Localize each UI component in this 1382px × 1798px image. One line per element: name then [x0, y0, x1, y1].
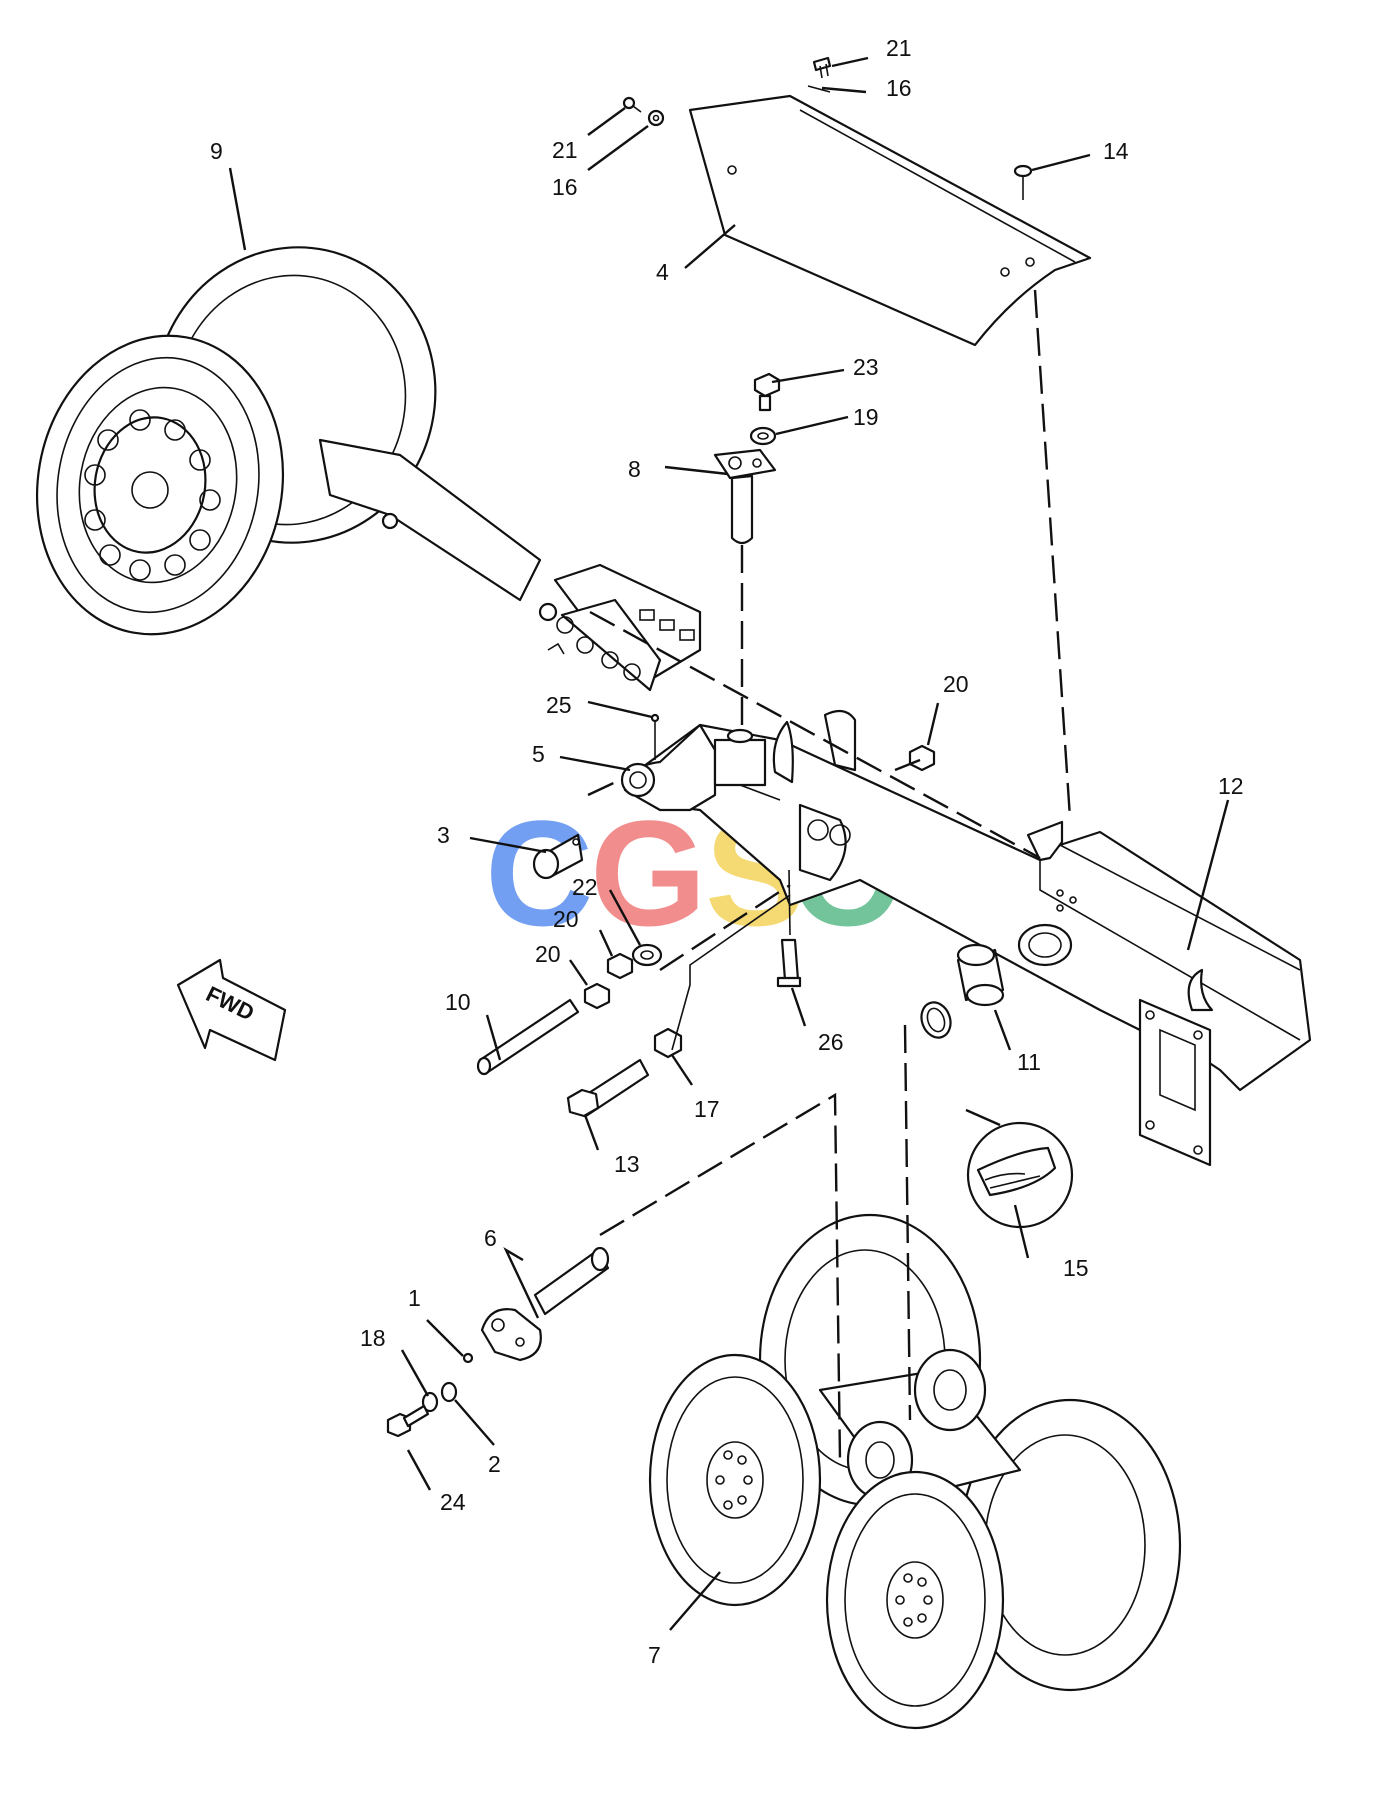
bolt-part-13	[566, 1058, 650, 1118]
cover-plate-part-4	[688, 94, 1092, 347]
callout-11: 11	[1017, 1049, 1041, 1075]
pivot-arm-part-5	[620, 709, 857, 882]
callout-13: 13	[614, 1151, 640, 1177]
bolt-part-26	[776, 938, 802, 988]
callout-6: 6	[484, 1225, 497, 1251]
pin-part-10	[476, 998, 580, 1076]
nut-part-20-mid	[583, 982, 611, 1010]
callout-12: 12	[1218, 773, 1244, 799]
washer-part-22	[631, 943, 663, 967]
callout-21-left: 21	[552, 137, 578, 163]
callout-20-lower: 20	[535, 941, 561, 967]
callout-8: 8	[628, 456, 641, 482]
bolt-part-23	[753, 372, 781, 412]
callout-15: 15	[1063, 1255, 1089, 1281]
seal-ring-detail-view	[966, 1121, 1074, 1229]
callout-16-top: 16	[886, 75, 912, 101]
rear-bogie-assembly-part-7	[648, 1213, 1182, 1730]
nut-part-20-right	[908, 744, 936, 772]
callout-3: 3	[437, 822, 450, 848]
washer-part-16-top	[807, 85, 831, 93]
assembly-dashed-lines	[587, 289, 1072, 1461]
watermark-letter-g: G	[590, 789, 707, 957]
screw-part-14	[1013, 164, 1033, 200]
washer-part-2	[440, 1381, 458, 1403]
pin-part-8	[713, 448, 777, 545]
callout-labels: 1 2 3 4 5 6 7 8 9 10 11 12 13 14 15 16 1…	[210, 35, 1244, 1668]
callout-22: 22	[572, 874, 598, 900]
callout-17: 17	[694, 1096, 720, 1122]
callout-18: 18	[360, 1325, 386, 1351]
screw-part-21-top	[812, 56, 832, 79]
callout-20-mid: 20	[553, 906, 579, 932]
callout-19: 19	[853, 404, 879, 430]
callout-14: 14	[1103, 138, 1129, 164]
callout-4: 4	[656, 259, 669, 285]
shaft-part-6	[480, 1246, 610, 1362]
forward-direction-arrow: FWD	[176, 958, 287, 1062]
axle-bracket-assembly	[538, 563, 702, 692]
callout-1: 1	[408, 1285, 421, 1311]
screw-part-25	[650, 713, 660, 760]
seal-ring-part-15	[920, 1001, 952, 1039]
callout-24: 24	[440, 1489, 466, 1515]
callout-20-right: 20	[943, 671, 969, 697]
screw-part-21-left	[622, 96, 642, 113]
nut-part-20-lower	[606, 952, 634, 980]
callout-16-left: 16	[552, 174, 578, 200]
bushing-part-3	[532, 833, 584, 880]
screw-part-1	[462, 1352, 474, 1364]
washer-part-16-left	[647, 109, 665, 127]
nut-part-17	[653, 1027, 683, 1059]
callout-5: 5	[532, 741, 545, 767]
callout-9: 9	[210, 138, 223, 164]
callout-25: 25	[546, 692, 572, 718]
callout-21-top: 21	[886, 35, 912, 61]
callout-7: 7	[648, 1642, 661, 1668]
callout-2: 2	[488, 1451, 501, 1477]
bushing-part-11	[956, 943, 1005, 1007]
front-wheel-assembly-part-9	[35, 246, 542, 636]
callout-10: 10	[445, 989, 471, 1015]
callout-leader-lines	[228, 56, 1230, 1631]
washer-part-19	[749, 426, 777, 446]
washer-part-18	[421, 1391, 439, 1413]
callout-26: 26	[818, 1029, 844, 1055]
bolt-part-24	[386, 1404, 430, 1438]
callout-23: 23	[853, 354, 879, 380]
